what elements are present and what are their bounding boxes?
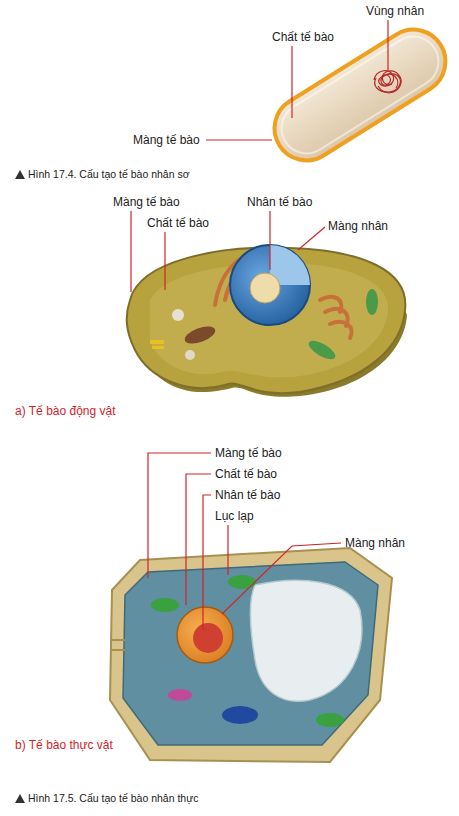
figure-caption: Hình 17.5. Cấu tạo tế bào nhân thực — [28, 791, 198, 805]
part-label: Màng nhân — [345, 536, 405, 550]
part-label: Chất tế bào — [272, 30, 334, 44]
subfigure-label: a) Tế bào động vật — [15, 404, 116, 418]
part-label: Màng tế bào — [133, 133, 200, 147]
part-label: Màng nhân — [328, 219, 388, 233]
part-label: Vùng nhân — [366, 4, 424, 18]
animal-cell — [127, 245, 407, 397]
plant-cell — [110, 548, 392, 762]
part-label: Chất tế bào — [147, 216, 209, 230]
figure-caption: Hình 17.4. Cấu tạo tế bào nhân sơ — [28, 167, 190, 181]
part-label: Nhân tế bào — [215, 488, 280, 502]
part-label: Màng tế bào — [113, 195, 180, 209]
caption-marker — [15, 170, 25, 179]
prokaryote-cell — [262, 18, 457, 173]
part-label: Lục lạp — [215, 509, 254, 523]
part-label: Nhân tế bào — [247, 195, 312, 209]
caption-marker — [15, 794, 25, 803]
nucleoid — [374, 71, 401, 93]
part-label: Màng tế bào — [215, 446, 282, 460]
subfigure-label: b) Tế bào thực vật — [15, 738, 113, 752]
part-label: Chất tế bào — [215, 467, 277, 481]
